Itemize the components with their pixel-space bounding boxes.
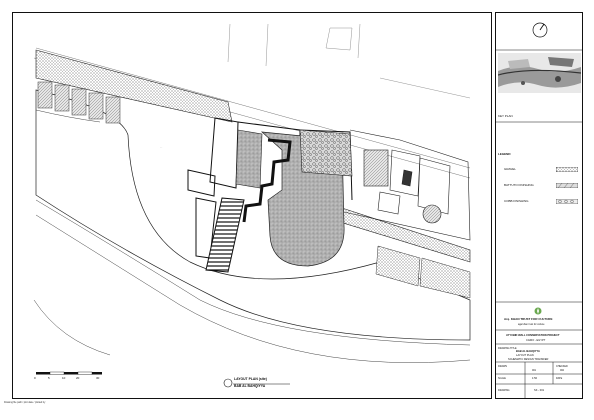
drawing-title: BAB AL BAHQIYYA (516, 350, 540, 353)
wall-strip (35, 49, 233, 123)
planting-strips (37, 81, 121, 124)
field-label: SCALE (498, 377, 506, 380)
project-location: CAIRO - EGYPT (526, 339, 546, 342)
legend-item: COBB FINISHING (498, 199, 582, 205)
field-value: 1:50 (532, 377, 538, 380)
firm-logo-icon (534, 307, 542, 315)
key-plan-label: KEY PLAN (498, 114, 513, 118)
path-curves (33, 109, 471, 363)
key-plan-image (498, 53, 581, 93)
field-value: SK - 001 (534, 389, 545, 392)
lawn-area (35, 89, 471, 341)
svg-text:· ·: · · (160, 146, 163, 149)
east-planting (375, 245, 471, 299)
svg-text:· ·: · · (258, 278, 261, 281)
scale-bar-labels: 0 5 10 20 30 (34, 376, 104, 381)
legend-label: BATTUTO FINISHING (504, 183, 534, 187)
field-label: DRAWING (498, 389, 510, 392)
title-block-lines (495, 49, 583, 399)
legend-item: BATTUTO FINISHING (498, 183, 582, 189)
field-label: DRAWN (498, 365, 507, 368)
garden-planting (299, 129, 353, 177)
project-title: AYYUBID WALL CONSERVATION PROJECT (506, 334, 560, 337)
plan-annotations: · · · · · · (160, 146, 333, 281)
legend-label: COBB FINISHING (504, 199, 529, 203)
field-label: CHECKED (556, 365, 568, 368)
svg-text:· ·: · · (330, 170, 333, 173)
drawing-subtitle: LAYOUT PLAN (516, 354, 534, 357)
drawing-stage: SCHEMATIC DESIGN TRANSFER (508, 358, 549, 361)
scale-label: 5 (48, 376, 50, 380)
scale-label: 20 (76, 376, 80, 380)
field-value: 002 (560, 369, 564, 372)
plan-title: LAYOUT PLAN (site) (234, 377, 267, 381)
drawing-label: DRAWING TITLE (498, 347, 517, 350)
scale-label: 10 (62, 376, 66, 380)
zigzag-wall (242, 138, 292, 223)
gravel-swatch-icon (556, 167, 578, 172)
scale-label: 0 (34, 376, 36, 380)
legend-label: GRAVEL (504, 167, 516, 171)
scale-label: 30 (96, 376, 100, 380)
field-value: 001 (532, 369, 536, 372)
plan-title-symbol (223, 378, 290, 388)
east-complex (343, 129, 471, 241)
scale-bar (36, 371, 102, 375)
drawing-frame (12, 12, 492, 399)
firm-name: Arq. KHAN TRUST FOR CULTURE (504, 317, 553, 321)
title-block: KEY PLAN LEGEND GRAVEL BATTUTO FINISHING… (495, 12, 583, 399)
firm-subtitle: aga khan trust for culture (518, 323, 545, 326)
legend-title: LEGEND (498, 152, 511, 156)
plan-subtitle: BAB AL BAHQIYYA (234, 384, 266, 388)
plot-footer-note: Drawing file path / plot date / plotted … (4, 401, 46, 404)
courtyard-paving (235, 129, 263, 189)
field-label: DATE (556, 377, 563, 380)
battuto-swatch-icon (556, 183, 578, 188)
north-arrow-icon (532, 22, 548, 38)
site-plan: · · · · · · (33, 23, 471, 388)
cobble-swatch-icon (556, 199, 578, 204)
staircase (205, 197, 245, 273)
legend-item: GRAVEL (498, 167, 582, 173)
